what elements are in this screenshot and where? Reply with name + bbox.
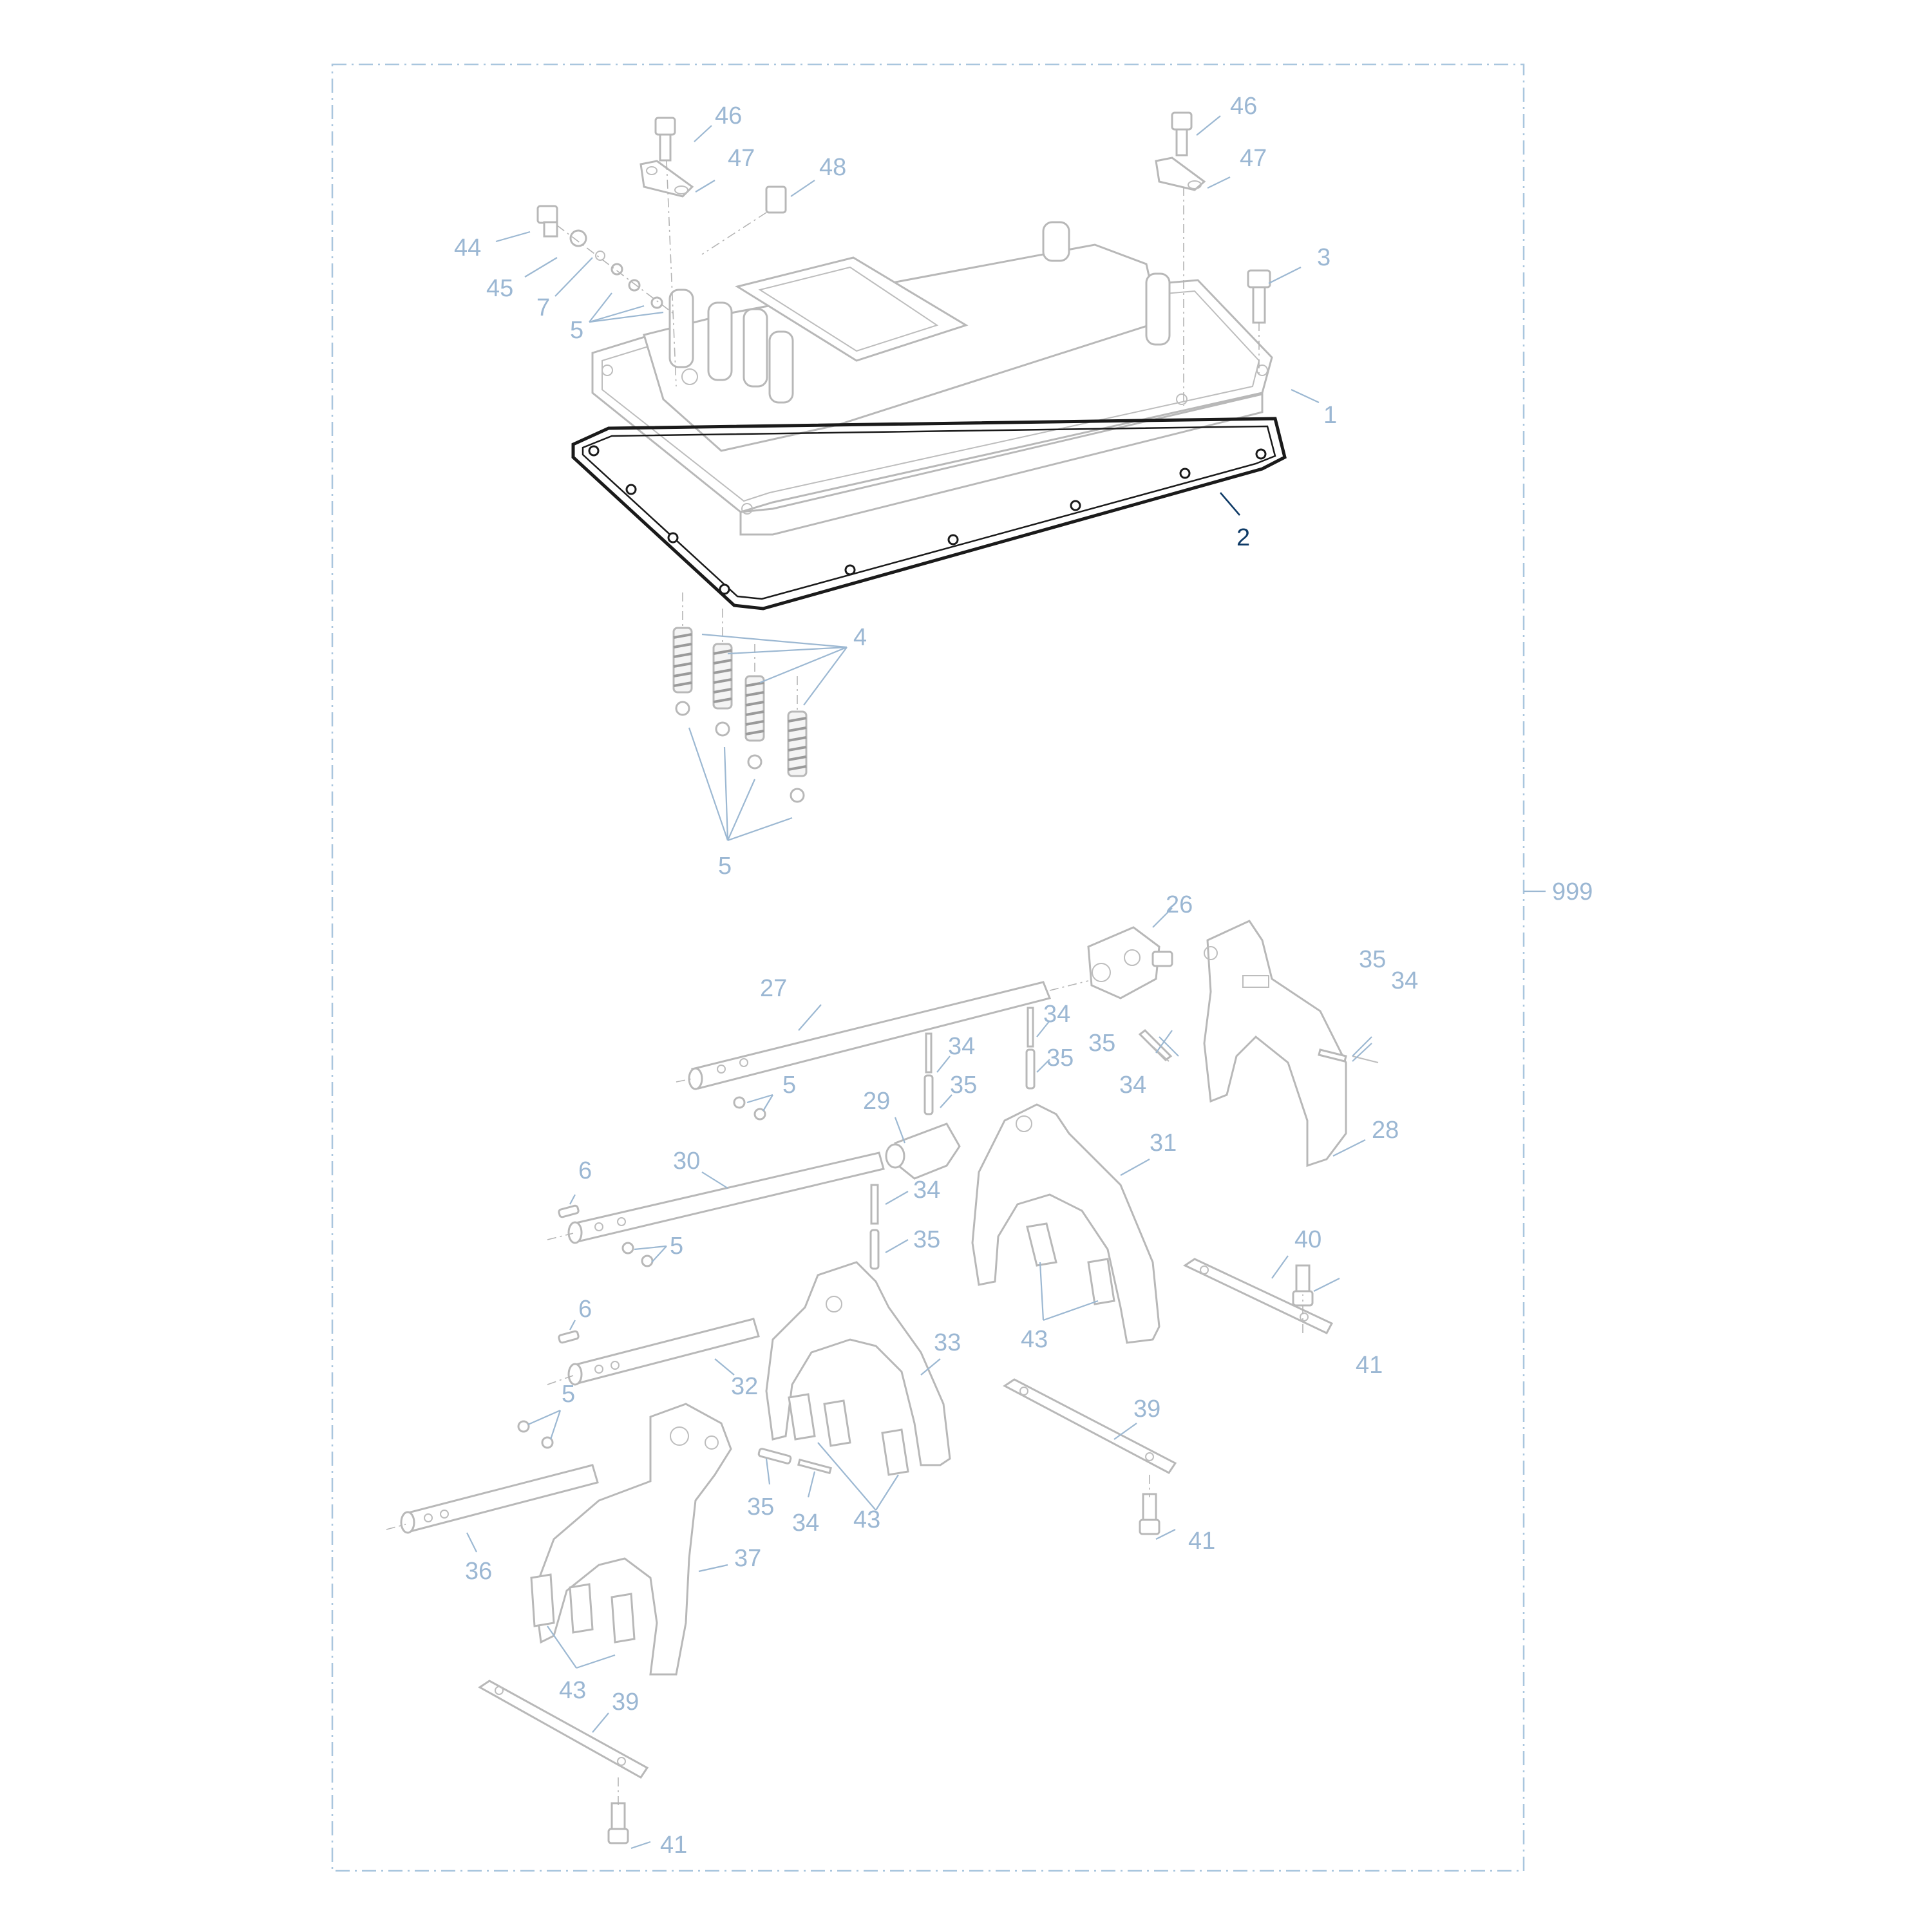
pads-43-lower [530,1573,636,1643]
callout-43: 43 [853,1506,880,1533]
plug-48 [765,185,787,214]
callout-2[interactable]: 2 [1236,524,1250,551]
fork-28 [1203,920,1347,1168]
callout-48: 48 [819,154,846,181]
callout-30: 30 [673,1148,700,1175]
bolt-41 [1139,1493,1160,1535]
callout-34: 34 [1119,1072,1146,1099]
callout-36: 36 [465,1558,492,1585]
callout-32: 32 [731,1373,758,1400]
fork-37 [533,1403,732,1676]
fork-31 [971,1103,1160,1344]
callout-43: 43 [559,1677,586,1704]
bolt-41 [607,1802,629,1844]
callout-34: 34 [948,1033,975,1060]
callout-5: 5 [570,317,583,344]
callout-assembly: 999 [1552,878,1593,905]
callout-27: 27 [760,975,787,1002]
plate-40 [1182,1258,1334,1334]
callout-5: 5 [670,1233,683,1260]
callout-46: 46 [1230,93,1257,120]
callout-35: 35 [1088,1030,1115,1057]
callout-46: 46 [715,102,742,129]
gasket [571,417,1287,611]
plug-44-washer-45 [536,205,663,309]
callout-34: 34 [1043,1001,1070,1028]
callout-33: 33 [934,1329,961,1356]
bolt-3 [1247,269,1271,324]
callout-37: 37 [734,1545,761,1572]
bracket-47-right [1155,156,1206,191]
leader-lines [466,115,1372,1850]
callout-31: 31 [1150,1130,1177,1157]
callout-6: 6 [578,1157,592,1184]
callout-4: 4 [853,624,867,651]
selector-26 [1087,926,1173,999]
callout-41: 41 [1356,1352,1383,1379]
plate-39 [478,1680,649,1779]
callout-39: 39 [612,1689,639,1716]
callout-5: 5 [782,1072,796,1099]
assembly-frame [331,63,1525,1872]
callout-34: 34 [792,1510,819,1537]
bolt-41 [1292,1264,1314,1307]
callout-34: 34 [913,1177,940,1204]
callout-35: 35 [913,1226,940,1253]
fork-33 [765,1261,951,1466]
callout-6: 6 [578,1296,592,1323]
pads-43-mid [788,1393,909,1476]
cover-housing [591,221,1273,536]
plate-39 [1003,1378,1177,1474]
callout-35: 35 [1046,1045,1074,1072]
bolt-46-right [1171,111,1193,156]
callout-41: 41 [660,1832,687,1859]
spring-pin-6 [558,1204,580,1218]
ball-5 [733,1096,746,1109]
callout-29: 29 [863,1088,890,1115]
bolt-46-left [654,117,676,162]
pads-43-upper [1026,1222,1115,1305]
pins-mid [869,1184,880,1270]
callout-35: 35 [950,1072,977,1099]
callout-5: 5 [718,853,732,880]
shift-rail-27 [688,981,1052,1090]
pins-lower [757,1448,833,1475]
callout-40: 40 [1294,1226,1321,1253]
callout-26: 26 [1166,891,1193,918]
callout-47: 47 [1240,145,1267,172]
callout-39: 39 [1133,1396,1160,1423]
callout-labels: 999 46 47 48 44 45 7 5 46 47 3 1 2 4 5 2… [454,93,1593,1859]
selector-29 [885,1122,961,1180]
callout-5: 5 [562,1381,575,1408]
callout-47: 47 [728,145,755,172]
callout-35: 35 [1359,946,1386,973]
shift-rail-30 [567,1151,885,1244]
callout-28: 28 [1372,1117,1399,1144]
callout-7: 7 [536,294,550,321]
callout-43: 43 [1021,1326,1048,1353]
callout-35: 35 [747,1493,774,1520]
callout-45: 45 [486,275,513,302]
shift-rail-32 [567,1318,760,1386]
pins-upper [923,1007,1379,1115]
shift-rail-36 [400,1464,599,1534]
ball-5 [753,1108,766,1121]
detent-springs [672,627,808,803]
callout-44: 44 [454,234,481,261]
callout-41: 41 [1188,1528,1215,1555]
callout-1: 1 [1323,402,1337,429]
callout-34: 34 [1391,967,1418,994]
bracket-47-left [639,160,694,198]
callout-3: 3 [1317,244,1331,271]
